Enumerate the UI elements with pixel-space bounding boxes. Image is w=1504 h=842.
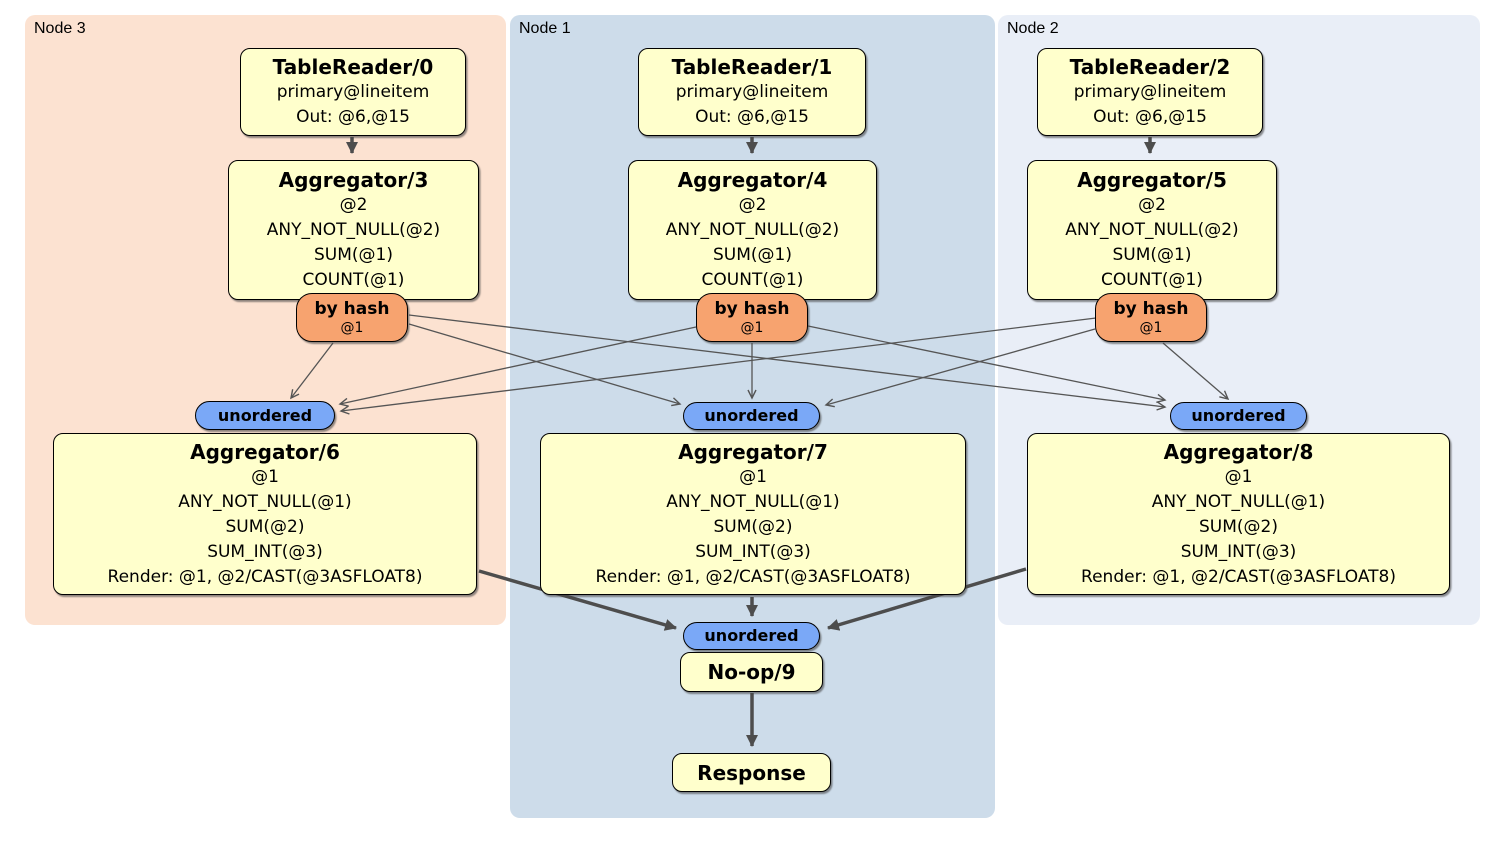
box-title: Response [697,760,806,785]
box-title: Aggregator/4 [677,168,828,192]
edge-hash2-sync0 [339,317,1097,415]
table-reader-2: TableReader/2 primary@lineitem Out: @6,@… [1037,48,1263,136]
box-line: @2 [1138,195,1166,215]
hash-router-1: by hash @1 [696,293,808,342]
box-line: ANY_NOT_NULL(@2) [1065,220,1239,240]
box-line: SUM_INT(@3) [1180,541,1297,562]
box-line: COUNT(@1) [701,270,804,290]
edge-hash2-sync1 [824,328,1096,408]
box-title: Aggregator/7 [678,439,828,464]
box-title: Aggregator/3 [278,168,429,192]
final-sync-unordered: unordered [683,622,820,650]
router-key: @1 [1139,319,1163,336]
edge-hash0-sync0 [290,342,334,400]
box-line: @2 [339,195,368,215]
aggregator-4: Aggregator/4 @2 ANY_NOT_NULL(@2) SUM(@1)… [628,160,877,300]
box-line: SUM(@1) [1112,245,1192,265]
router-label: by hash [714,298,790,319]
box-line: @1 [739,466,767,487]
sync-unordered-1: unordered [683,402,820,430]
box-line: COUNT(@1) [302,270,405,290]
box-title: TableReader/0 [272,55,434,79]
edge-agg8-finalsync [827,567,1027,631]
router-key: @1 [740,319,764,336]
router-label: by hash [314,298,390,319]
edge-hash0-sync2 [408,314,1167,411]
box-line: Render: @1, @2/CAST(@3ASFLOAT8) [595,566,911,587]
box-title: TableReader/1 [671,55,833,79]
edge-hash2-sync2 [1162,342,1230,401]
hash-router-0: by hash @1 [296,293,408,342]
box-line: primary@lineitem [276,82,430,102]
box-line: ANY_NOT_NULL(@1) [1151,491,1326,512]
edge-agg6-finalsync [478,569,677,631]
box-title: No-op/9 [707,660,796,684]
box-line: SUM(@1) [314,245,393,265]
aggregator-6: Aggregator/6 @1 ANY_NOT_NULL(@1) SUM(@2)… [53,433,477,595]
box-line: Out: @6,@15 [296,107,410,127]
sync-label: unordered [1191,406,1286,425]
edge-hash1-sync2 [807,325,1167,403]
sync-label: unordered [704,626,799,645]
aggregator-8: Aggregator/8 @1 ANY_NOT_NULL(@1) SUM(@2)… [1027,433,1450,595]
sync-label: unordered [217,405,313,425]
box-line: ANY_NOT_NULL(@1) [178,491,352,512]
edge-hash0-sync1 [408,323,682,407]
box-line: SUM(@2) [1199,516,1278,537]
box-line: Out: @6,@15 [1093,107,1207,127]
box-line: SUM(@2) [225,516,305,537]
sync-unordered-2: unordered [1170,402,1307,430]
box-line: SUM_INT(@3) [207,541,323,562]
router-key: @1 [340,319,364,336]
box-title: Aggregator/6 [190,439,340,464]
box-line: primary@lineitem [675,82,829,102]
box-line: primary@lineitem [1073,82,1227,102]
box-line: @2 [738,195,767,215]
box-line: COUNT(@1) [1101,270,1203,290]
box-line: SUM_INT(@3) [695,541,811,562]
sync-label: unordered [704,406,799,425]
sync-unordered-0: unordered [195,401,335,430]
box-title: Aggregator/8 [1163,439,1314,464]
box-line: ANY_NOT_NULL(@2) [665,220,840,240]
box-line: @1 [251,466,279,487]
edge-hash1-sync0 [338,326,697,407]
panel-label-node-2: Node 2 [1007,20,1059,37]
panel-label-node-3: Node 3 [34,20,86,37]
table-reader-1: TableReader/1 primary@lineitem Out: @6,@… [638,48,866,136]
panel-label-node-1: Node 1 [519,20,571,37]
aggregator-3: Aggregator/3 @2 ANY_NOT_NULL(@2) SUM(@1)… [228,160,479,300]
box-line: SUM(@2) [713,516,793,537]
box-line: ANY_NOT_NULL(@2) [266,220,441,240]
aggregator-5: Aggregator/5 @2 ANY_NOT_NULL(@2) SUM(@1)… [1027,160,1277,300]
box-line: Render: @1, @2/CAST(@3ASFLOAT8) [1081,566,1396,587]
box-line: SUM(@1) [713,245,792,265]
response-box: Response [672,753,831,792]
box-line: Out: @6,@15 [695,107,809,127]
box-title: Aggregator/5 [1077,168,1227,192]
box-line: ANY_NOT_NULL(@1) [666,491,840,512]
aggregator-7: Aggregator/7 @1 ANY_NOT_NULL(@1) SUM(@2)… [540,433,966,595]
noop-9: No-op/9 [680,652,823,692]
box-line: Render: @1, @2/CAST(@3ASFLOAT8) [107,566,423,587]
table-reader-0: TableReader/0 primary@lineitem Out: @6,@… [240,48,466,136]
box-line: @1 [1224,466,1253,487]
box-title: TableReader/2 [1069,55,1231,79]
hash-router-2: by hash @1 [1095,293,1207,342]
router-label: by hash [1113,298,1189,319]
